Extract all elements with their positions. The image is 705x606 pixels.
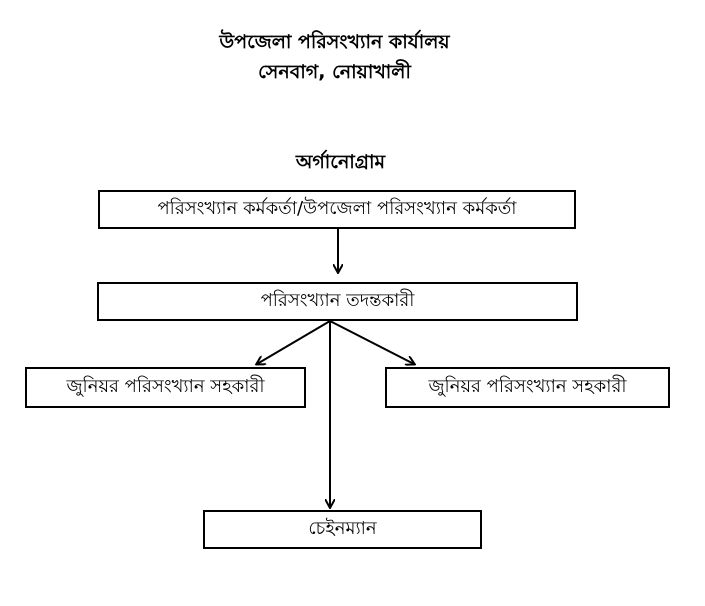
node-chainman: চেইনম্যান [203, 510, 482, 549]
node-label: জুনিয়র পরিসংখ্যান সহকারী [66, 376, 265, 397]
node-statistics-officer: পরিসংখ্যান কর্মকর্তা/উপজেলা পরিসংখ্যান ক… [98, 190, 576, 229]
arrow-investigator-to-right-assistant [329, 320, 414, 364]
node-label: পরিসংখ্যান কর্মকর্তা/উপজেলা পরিসংখ্যান ক… [157, 198, 517, 219]
node-label: চেইনম্যান [308, 518, 377, 539]
node-statistical-investigator: পরিসংখ্যান তদন্তকারী [97, 282, 578, 321]
node-junior-assistant-left: জুনিয়র পরিসংখ্যান সহকারী [25, 367, 306, 408]
node-label: জুনিয়র পরিসংখ্যান সহকারী [428, 376, 627, 397]
office-title: উপজেলা পরিসংখ্যান কার্যালয় [219, 31, 450, 53]
node-junior-assistant-right: জুনিয়র পরিসংখ্যান সহকারী [385, 367, 670, 408]
node-label: পরিসংখ্যান তদন্তকারী [260, 290, 415, 311]
arrow-investigator-to-left-assistant [257, 320, 331, 364]
office-location: সেনবাগ, নোয়াখালী [258, 61, 411, 83]
organogram-heading: অর্গানোগ্রাম [295, 151, 386, 173]
